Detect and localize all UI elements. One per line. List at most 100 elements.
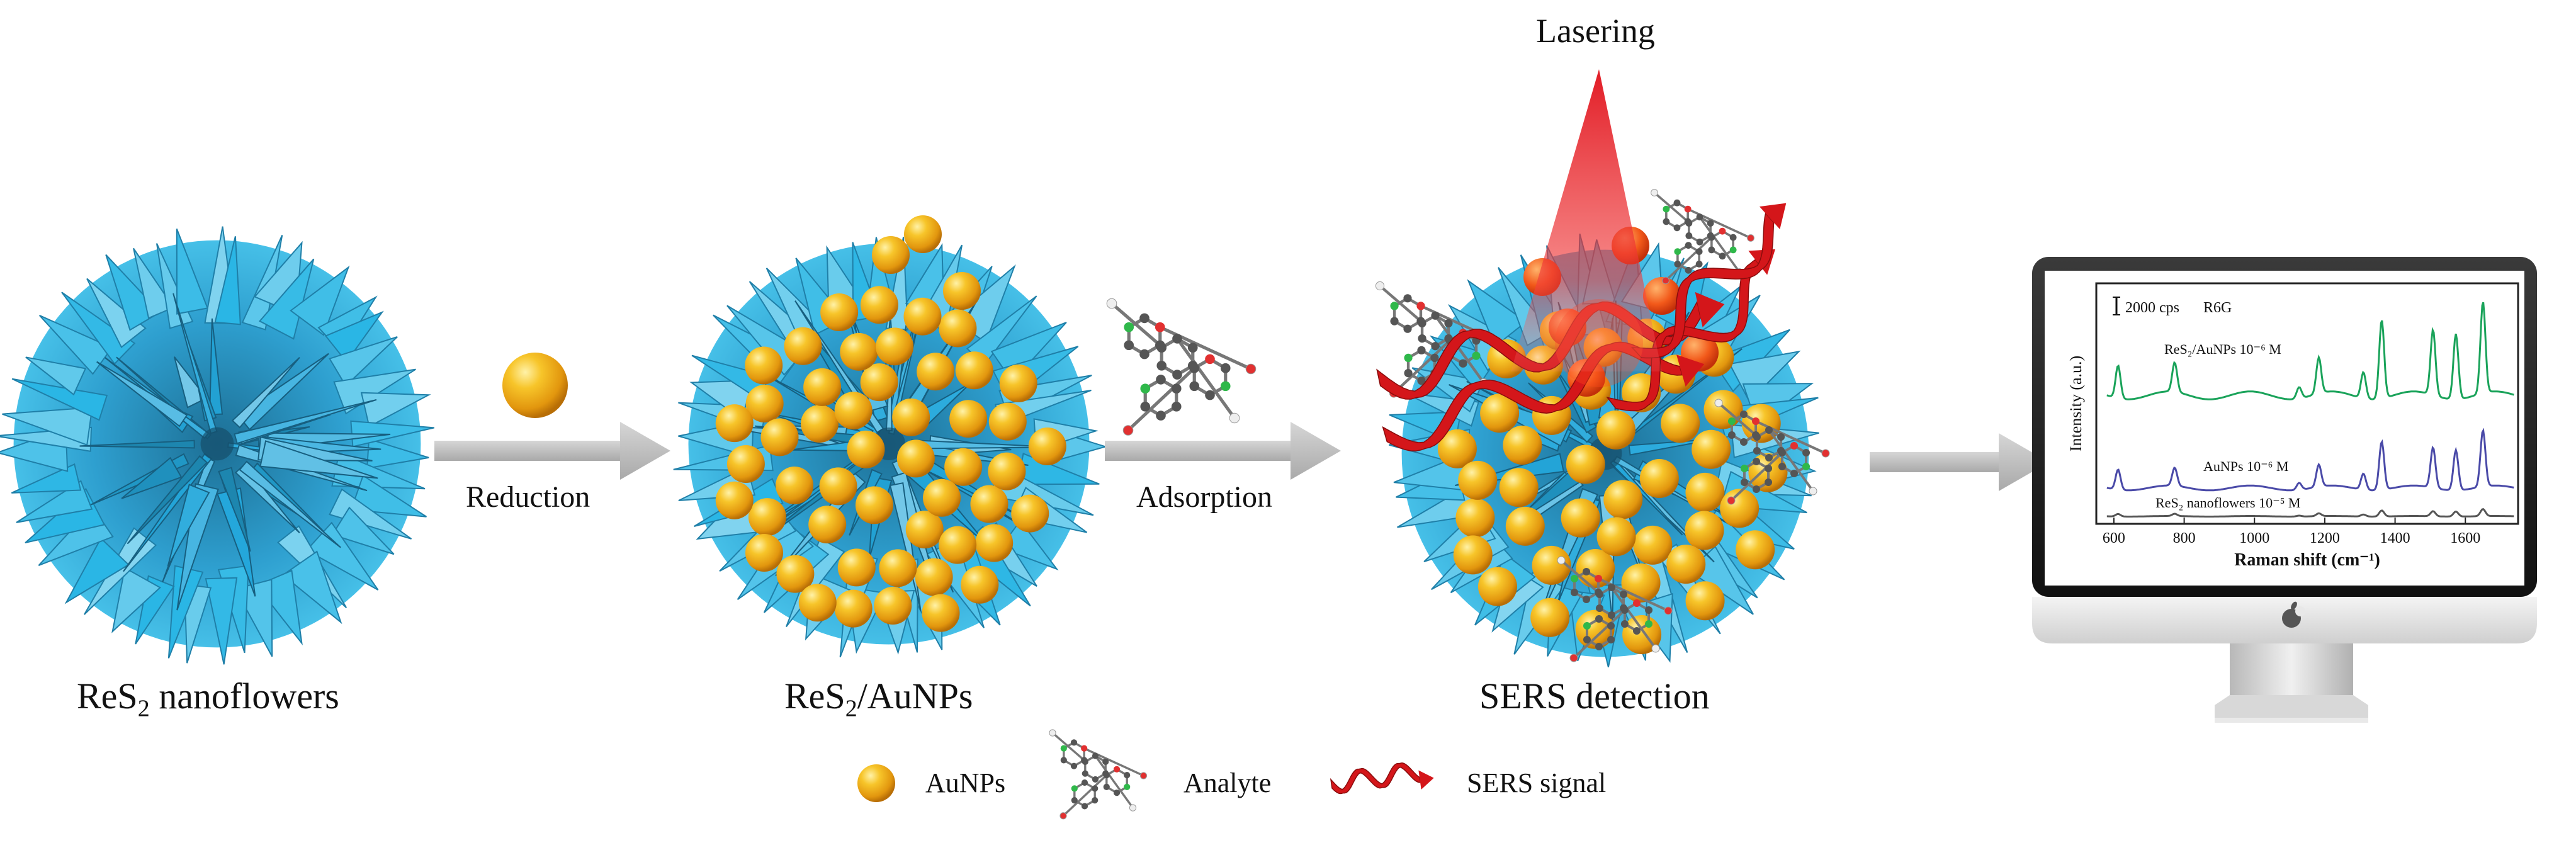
aunp-particle: [1561, 498, 1600, 538]
series-label: ReS₂ nanoflowers 10⁻⁵ M: [2155, 495, 2300, 511]
x-axis-label: Raman shift (cm⁻¹): [2234, 550, 2380, 570]
x-tick-label: 800: [2173, 530, 2196, 546]
aunp-particle: [1453, 535, 1493, 575]
flower-petal: [350, 474, 427, 518]
x-tick-label: 600: [2103, 530, 2125, 546]
label-adsorption: Adsorption: [1136, 480, 1272, 514]
y-axis-label: Intensity (a.u.): [2067, 356, 2085, 451]
aunp-particle: [1596, 410, 1635, 450]
aunp-particle: [955, 351, 993, 390]
flower-petal: [333, 368, 416, 415]
flower-petal: [726, 305, 806, 376]
aunp-particle: [776, 555, 815, 593]
excited-aunp: [1643, 277, 1681, 315]
laser-beam: [1511, 69, 1662, 371]
aunp-particle: [1455, 498, 1495, 538]
legend-aunp-icon: [857, 764, 895, 802]
aunp-particle: [860, 286, 898, 324]
flower-petal: [329, 488, 412, 540]
series-label: AuNPs 10⁻⁶ M: [2203, 458, 2288, 474]
aunp-particle: [820, 293, 859, 332]
aunp-particle: [1503, 426, 1542, 465]
aunp-particle: [923, 478, 961, 517]
flower-petal: [176, 228, 208, 315]
flower-petal: [121, 456, 183, 499]
analyte-molecule: [1106, 298, 1257, 436]
aunp-particle: [1685, 472, 1725, 512]
aunp-particle: [975, 524, 1014, 562]
analyte-name: R6G: [2203, 300, 2232, 316]
aunp-particle: [970, 485, 1008, 523]
series-aunps: [2106, 428, 2514, 492]
flower-petal: [239, 460, 341, 548]
aunp-particle: [803, 368, 842, 406]
aunp-particle: [1530, 597, 1570, 637]
x-tick-label: 1600: [2450, 530, 2480, 546]
flower-petal: [234, 399, 377, 444]
scale-label: 2000 cps: [2125, 300, 2179, 316]
aunp-particle: [808, 506, 847, 544]
aunp-particle: [1685, 581, 1725, 621]
aunp-particle: [1666, 545, 1706, 584]
aunp-particle: [748, 498, 786, 536]
flower-petal: [133, 247, 175, 319]
series-res2-nanoflowers: [2106, 507, 2514, 518]
flower-petal: [281, 550, 342, 625]
sers-signal-ribbon: [1330, 762, 1434, 795]
aunp-reagent: [502, 353, 568, 418]
aunp-particle: [798, 584, 837, 622]
aunp-particle: [917, 353, 955, 391]
plot-frame: [2095, 282, 2519, 525]
flower-petal: [111, 567, 161, 633]
aunp-particle: [1685, 511, 1724, 550]
aunp-particle: [1458, 460, 1498, 500]
flower-petal: [360, 392, 431, 428]
aunp-particle: [1633, 525, 1673, 565]
aunp-particle: [784, 327, 822, 365]
aunp-particle: [834, 589, 873, 628]
aunp-particle: [1703, 390, 1743, 429]
aunp-particle: [1477, 567, 1517, 606]
flower-petal: [205, 577, 238, 665]
label-res2-nanoflowers: ReS2 nanoflowers: [77, 676, 339, 722]
legend-analyte-icon: [1049, 729, 1148, 820]
aunp-particle: [1028, 428, 1066, 466]
aunp-particle: [879, 549, 917, 587]
flower-petal: [1467, 279, 1527, 348]
monitor-screen: [2045, 271, 2524, 586]
aunp-particle: [876, 327, 914, 366]
output-arrow: [1870, 433, 2049, 491]
flower-petal: [258, 258, 315, 340]
flower-petal: [135, 575, 175, 645]
aunp-particle: [905, 511, 944, 549]
x-tick-label: 1200: [2310, 530, 2340, 546]
aunp-particle: [745, 385, 784, 423]
label-res2-aunps: ReS2/AuNPs: [784, 676, 973, 722]
flower-petal: [329, 336, 398, 387]
flower-petal: [127, 455, 208, 545]
aunp-particle: [1692, 429, 1731, 469]
flower-petal: [305, 521, 379, 591]
flower-petal: [290, 265, 350, 336]
aunp-particle: [1011, 494, 1049, 533]
aunp-particle: [855, 486, 893, 524]
aunp-particle: [819, 467, 857, 506]
aunp-particle: [1505, 506, 1545, 546]
aunp-particle: [1720, 489, 1760, 528]
aunp-particle: [944, 448, 983, 486]
reduction-arrow: [434, 422, 670, 480]
aunp-particle: [939, 309, 977, 348]
aunp-particle: [1603, 480, 1643, 519]
aunp-particle: [1661, 404, 1700, 443]
x-tick-label: 1000: [2239, 530, 2269, 546]
aunp-particle: [834, 392, 873, 430]
aunp-particle: [1499, 468, 1539, 507]
aunp-particle: [840, 332, 878, 371]
flower-petal: [214, 236, 241, 326]
aunp-particle: [801, 405, 839, 443]
aunp-particle: [1437, 429, 1477, 468]
aunp-particle: [961, 565, 999, 604]
aunp-particle: [1480, 394, 1520, 433]
